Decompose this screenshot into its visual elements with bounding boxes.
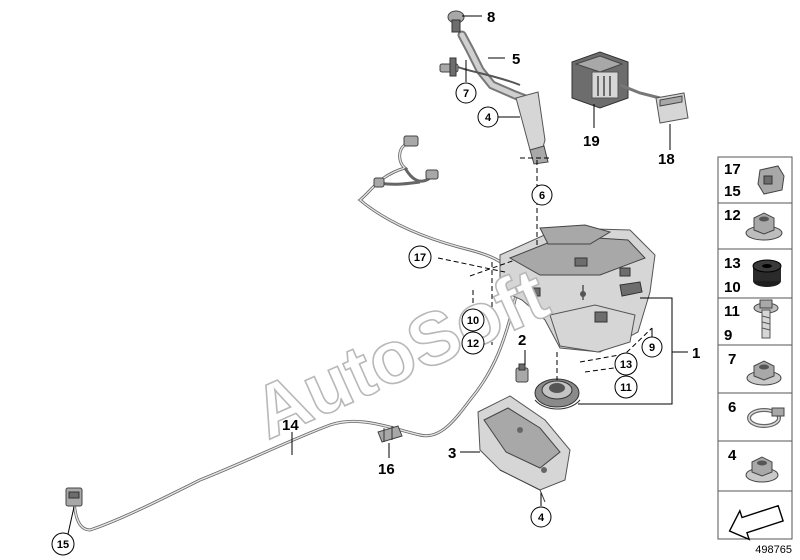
clip-16 [377, 425, 403, 443]
pump-flange [534, 378, 581, 410]
legend-label-15: 15 [724, 183, 741, 200]
legend-label-11: 11 [724, 303, 740, 320]
legend-label-13: 13 [724, 255, 741, 272]
callout-8: 8 [487, 9, 495, 26]
svg-text:4: 4 [538, 512, 545, 524]
legend-collar-nut-icon [745, 456, 779, 483]
harness-connector-top [373, 135, 439, 188]
legend-grommet-icon [752, 259, 782, 287]
filler-neck-4 [515, 91, 549, 165]
legend-label-7: 7 [728, 351, 736, 368]
svg-text:9: 9 [649, 342, 655, 354]
legend-hex-nut-icon [746, 360, 782, 386]
callout-circle-15: 15 [51, 532, 75, 556]
callout-1: 1 [692, 345, 700, 362]
callout-19: 19 [583, 133, 600, 150]
callout-16: 16 [378, 461, 395, 478]
legend-label-10: 10 [724, 279, 741, 296]
svg-text:7: 7 [463, 88, 469, 100]
svg-text:10: 10 [467, 315, 479, 327]
callout-2: 2 [518, 332, 526, 349]
legend-label-12: 12 [724, 207, 741, 224]
legend-label-6: 6 [728, 399, 736, 416]
svg-text:12: 12 [467, 338, 479, 350]
filler-cap-8 [447, 10, 465, 33]
callout-circle-6: 6 [531, 184, 553, 206]
svg-text:13: 13 [620, 359, 632, 371]
svg-text:4: 4 [485, 112, 492, 124]
legend-label-17: 17 [724, 161, 741, 178]
callout-5: 5 [512, 51, 520, 68]
harness-connector-15 [65, 487, 83, 507]
legend-label-9: 9 [724, 327, 732, 344]
svg-text:6: 6 [539, 190, 545, 202]
diagram-reference-number: 498765 [755, 544, 792, 556]
callout-18: 18 [658, 151, 675, 168]
callout-circle-17: 17 [408, 245, 432, 269]
svg-text:17: 17 [414, 252, 426, 264]
vent-valve-7 [439, 57, 459, 77]
svg-text:15: 15 [57, 539, 69, 551]
svg-text:11: 11 [620, 382, 632, 394]
callout-circle-7: 7 [455, 82, 477, 104]
callout-circle-13: 13 [614, 352, 638, 376]
callout-circle-9: 9 [641, 336, 663, 358]
legend-label-4: 4 [728, 447, 737, 464]
callout-circle-4-lower: 4 [530, 506, 552, 528]
callout-circle-4: 4 [477, 106, 499, 128]
callout-circle-11: 11 [614, 375, 638, 399]
legend-clip-icon [757, 165, 785, 195]
callout-3: 3 [448, 445, 456, 462]
filler-pipe-5 [454, 30, 533, 105]
callout-circle-12: 12 [461, 331, 485, 355]
control-unit-19 [571, 51, 661, 109]
legend-hose-clamp-icon [747, 407, 785, 428]
circled-callouts: 7 4 6 17 10 12 9 13 11 4 15 [51, 82, 663, 556]
callout-circle-10: 10 [461, 308, 485, 332]
control-module-18 [655, 92, 689, 124]
plain-callouts: 8 5 19 18 1 2 3 14 16 [282, 9, 700, 478]
legend-bolt-icon [753, 299, 779, 339]
legend-panel: 17 15 12 13 10 11 9 [717, 156, 793, 541]
callout-14: 14 [282, 417, 299, 434]
legend-arrow-icon [728, 504, 784, 541]
heat-shield-3 [477, 395, 571, 503]
fuel-tank-1 [499, 224, 656, 353]
sensor-2 [515, 363, 529, 383]
legend-flange-nut-icon [745, 212, 783, 241]
